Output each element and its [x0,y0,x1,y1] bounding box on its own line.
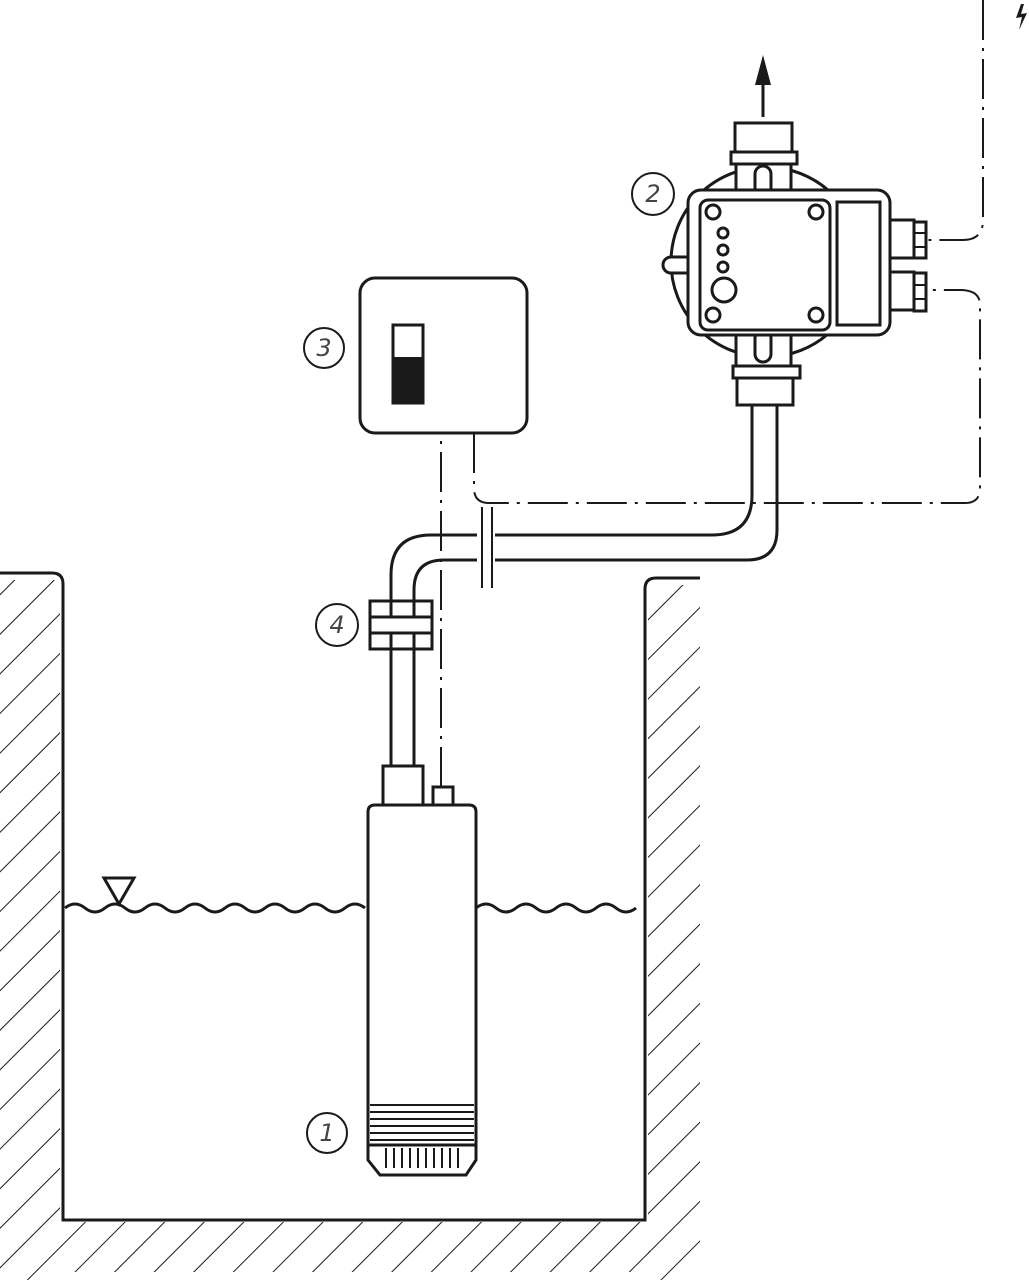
power-cable [928,0,984,241]
ground-hatch-left [0,580,60,1280]
pump-outlet [381,764,425,807]
label-pump: 1 [306,1112,348,1154]
submersible-pump [366,764,478,1177]
well-wall [0,571,700,1222]
svg-text:4: 4 [329,611,344,639]
ground-hatch-bottom [60,1222,650,1272]
svg-text:3: 3 [316,334,331,362]
label-switch-box: 3 [303,327,345,369]
pressure-pipe [389,405,779,766]
control-cable [473,289,981,504]
pump-cable-connector [431,785,455,807]
pressure-controller [661,55,928,407]
pipe-coupling [368,599,434,651]
svg-text:2: 2 [645,180,660,208]
power-lightning-icon [1016,4,1027,30]
controller-display [835,200,882,327]
svg-text:1: 1 [319,1119,334,1147]
ground-hatch-right [648,585,700,1280]
water-surface [64,902,637,914]
water-level-triangle-icon [101,876,137,908]
label-coupling: 4 [315,603,359,647]
flow-arrow-up-icon [755,55,771,85]
well-ground [0,571,700,1280]
label-controller: 2 [631,172,675,216]
switch-box [358,276,529,435]
